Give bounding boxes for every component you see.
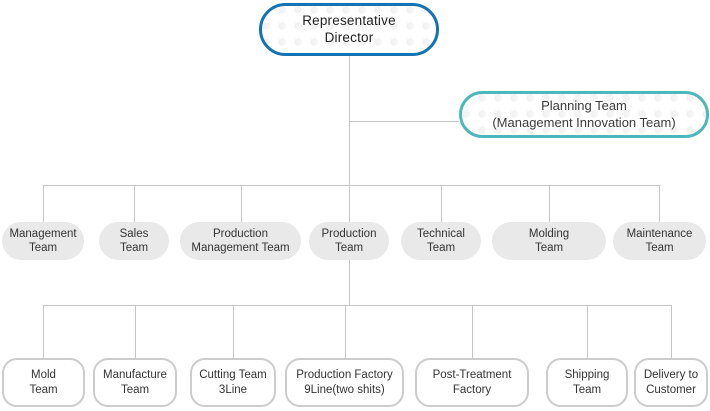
node-label-line: Mold: [31, 369, 56, 382]
node-label-line: 3Line: [218, 383, 248, 396]
node-label-line: 9Line(two shits): [304, 383, 385, 396]
connector-tick: [671, 306, 672, 358]
node-label-line: Team: [645, 242, 674, 254]
node-production-management-team: Production Management Team: [180, 222, 301, 260]
connector-tick: [233, 306, 234, 358]
node-label-line: Team: [29, 383, 58, 396]
node-label-line: Post-Treatment: [432, 369, 512, 382]
connector-root-vertical: [349, 56, 350, 185]
connector-tick: [549, 186, 550, 222]
node-label-line: Management Team: [191, 242, 290, 254]
node-label-line: Molding: [528, 227, 570, 240]
connector-tick: [659, 186, 660, 222]
node-label-line: Manufacture: [103, 369, 167, 382]
node-post-treatment-factory: Post-Treatment Factory: [415, 358, 529, 407]
node-label-line: Team: [572, 383, 602, 396]
node-sales-team: Sales Team: [99, 222, 169, 260]
node-shipping-team: Shipping Team: [546, 358, 628, 407]
node-maintenance-team: Maintenance Team: [613, 222, 706, 260]
connector-tick: [441, 186, 442, 222]
node-delivery-to-customer: Delivery to Customer: [634, 358, 708, 407]
node-label-line: Team: [119, 242, 149, 254]
node-label-line: Cutting Team: [199, 369, 267, 382]
connector-tick: [345, 306, 346, 358]
node-label-line: Team: [426, 242, 456, 254]
node-label-line: Representative: [302, 12, 396, 28]
connector-level3-horizontal: [43, 305, 672, 306]
node-label-line: Team: [534, 242, 564, 254]
node-representative-director: Representative Director: [259, 3, 439, 56]
node-label-line: Team: [28, 242, 58, 254]
node-label-line: Delivery to: [643, 369, 699, 382]
connector-tick: [472, 306, 473, 358]
connector-tick: [43, 186, 44, 222]
node-label-line: Production: [213, 227, 268, 240]
node-label-line: Customer: [646, 383, 696, 396]
node-planning-team: Planning Team (Management Innovation Tea…: [459, 91, 709, 138]
node-production-team: Production Team: [309, 222, 389, 260]
node-cutting-team: Cutting Team 3Line: [190, 358, 276, 407]
node-mold-team: Mold Team: [2, 358, 85, 407]
node-technical-team: Technical Team: [401, 222, 481, 260]
node-label-line: Technical: [417, 227, 465, 240]
node-label-line: Team: [334, 242, 364, 254]
node-label-line: Shipping: [564, 369, 610, 382]
connector-level2-horizontal: [43, 185, 660, 186]
node-label-line: Planning Team: [541, 98, 627, 114]
connector-tick: [135, 306, 136, 358]
node-label-line: Director: [324, 29, 374, 45]
node-label-line: Management: [9, 227, 77, 240]
node-label-line: Production: [321, 227, 377, 240]
node-manufacture-team: Manufacture Team: [93, 358, 177, 407]
connector-tick: [43, 306, 44, 358]
connector-tick: [241, 186, 242, 222]
connector-production-vertical: [349, 260, 350, 305]
node-management-team: Management Team: [2, 222, 84, 260]
node-molding-team: Molding Team: [492, 222, 606, 260]
node-label-line: (Management Innovation Team): [492, 114, 676, 130]
connector-planning-branch: [349, 121, 459, 122]
node-label-line: Factory: [452, 383, 492, 396]
connector-tick: [349, 186, 350, 222]
connector-tick: [134, 186, 135, 222]
node-label-line: Team: [120, 383, 150, 396]
node-label-line: Sales: [119, 227, 149, 240]
node-label-line: Maintenance: [626, 227, 693, 240]
node-production-factory: Production Factory 9Line(two shits): [285, 358, 404, 407]
connector-tick: [587, 306, 588, 358]
node-label-line: Production Factory: [296, 369, 393, 382]
